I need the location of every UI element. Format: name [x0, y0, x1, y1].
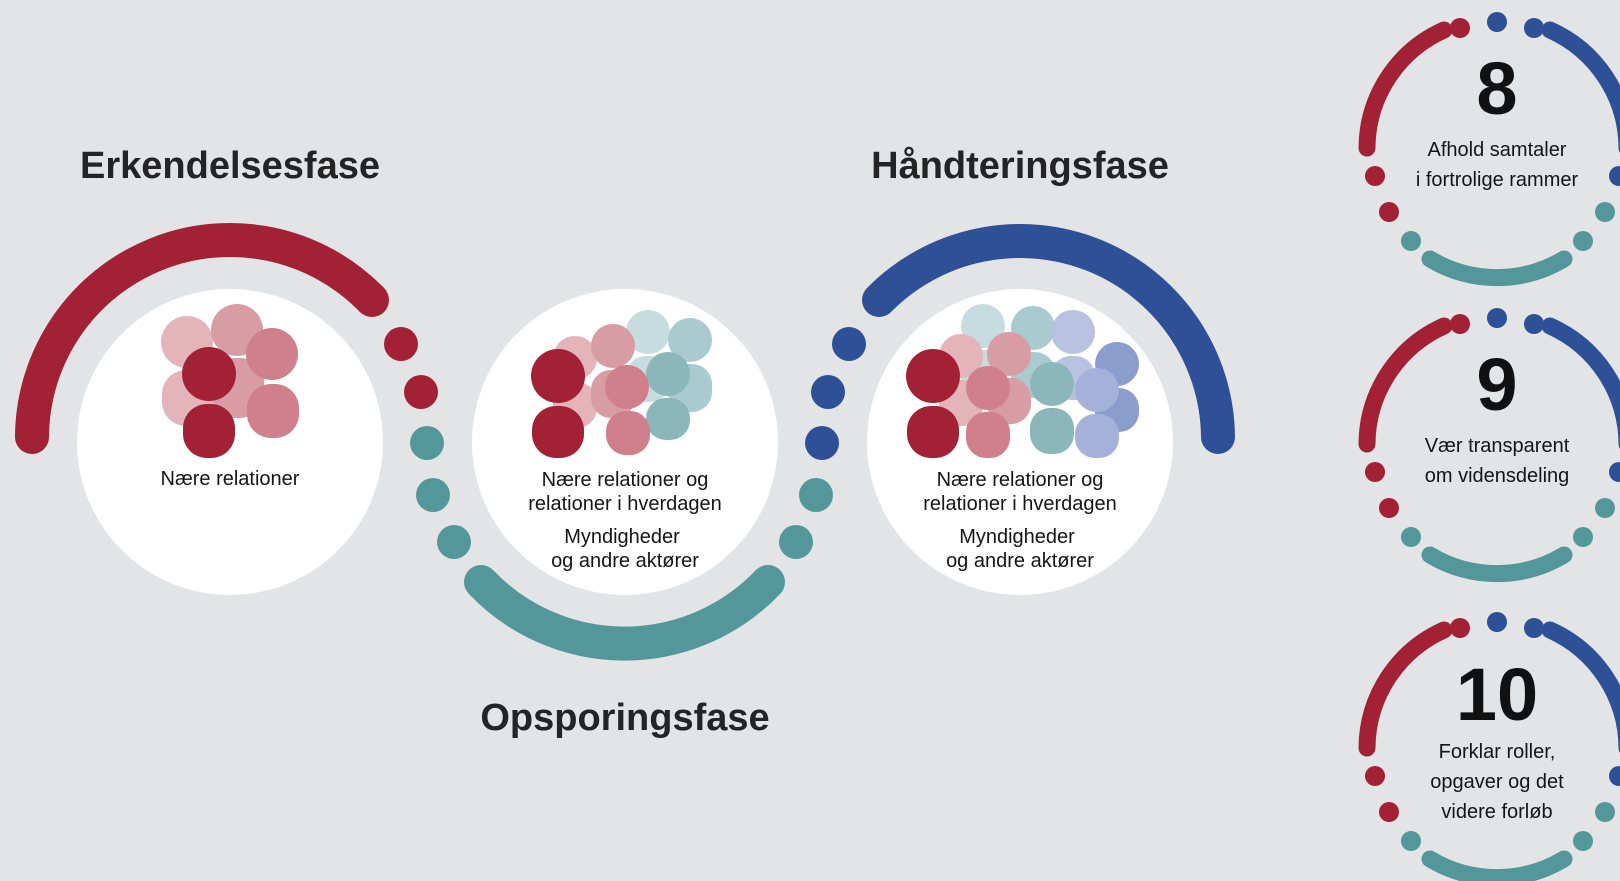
- opsporing-title: Opsporingsfase: [480, 697, 769, 739]
- erkendelse-label: Nære relationer: [161, 468, 300, 490]
- opsporing-phase: Nære relationer og relationer i hverdage…: [464, 289, 785, 739]
- handtering-title: Håndteringsfase: [871, 145, 1169, 187]
- step-10-line-3: videre forløb: [1441, 801, 1552, 823]
- step-8-line-1: Afhold samtaler: [1428, 139, 1567, 161]
- step-8-line-2: i fortrolige rammer: [1416, 169, 1579, 191]
- step-9-line-1: Vær transparent: [1425, 435, 1570, 457]
- connector-dots-right: [779, 327, 866, 559]
- step-8-teal-arc: [1421, 250, 1573, 287]
- opsporing-arc: [464, 565, 785, 661]
- handtering-label-3: Myndigheder: [959, 526, 1075, 548]
- step-8-red-arc: [1358, 21, 1453, 157]
- step-10-number: 10: [1456, 653, 1538, 736]
- erkendelse-phase: Erkendelsesfase Nære relationer: [15, 145, 389, 595]
- connector-dots-left: [384, 327, 471, 559]
- opsporing-label-1: Nære relationer og: [542, 469, 709, 491]
- erkendelse-arc: [15, 223, 389, 454]
- step-10-red-arc: [1358, 621, 1453, 757]
- step-10-teal-arc: [1421, 850, 1573, 881]
- step-9-line-2: om vidensdeling: [1425, 465, 1570, 487]
- step-8-blue-arc: [1541, 21, 1620, 153]
- step-10-blue-arc: [1541, 621, 1620, 753]
- step-10-line-2: opgaver og det: [1430, 771, 1564, 793]
- step-9: 9 Vær transparent om vidensdeling: [1358, 308, 1620, 583]
- handtering-label-2: relationer i hverdagen: [923, 493, 1116, 515]
- step-10-line-1: Forklar roller,: [1439, 741, 1556, 763]
- people-group-icon: [906, 304, 1139, 458]
- step-9-teal-arc: [1421, 546, 1573, 583]
- opsporing-label-2: relationer i hverdagen: [528, 493, 721, 515]
- handtering-label-4: og andre aktører: [946, 550, 1094, 572]
- handtering-phase: Håndteringsfase Nære relationer og: [862, 145, 1235, 595]
- erkendelse-title: Erkendelsesfase: [80, 145, 380, 187]
- handtering-arc: [862, 224, 1235, 454]
- step-9-number: 9: [1476, 343, 1517, 426]
- step-10: 10 Forklar roller, opgaver og det videre…: [1358, 612, 1620, 881]
- people-group-icon: [161, 304, 299, 458]
- step-8-number: 8: [1476, 47, 1517, 130]
- handtering-label-1: Nære relationer og: [937, 469, 1104, 491]
- opsporing-label-3: Myndigheder: [564, 526, 680, 548]
- step-9-red-arc: [1358, 317, 1453, 453]
- opsporing-label-4: og andre aktører: [551, 550, 699, 572]
- step-9-blue-arc: [1541, 317, 1620, 449]
- step-8: 8 Afhold samtaler i fortrolige rammer: [1358, 12, 1620, 287]
- people-group-icon: [531, 310, 712, 458]
